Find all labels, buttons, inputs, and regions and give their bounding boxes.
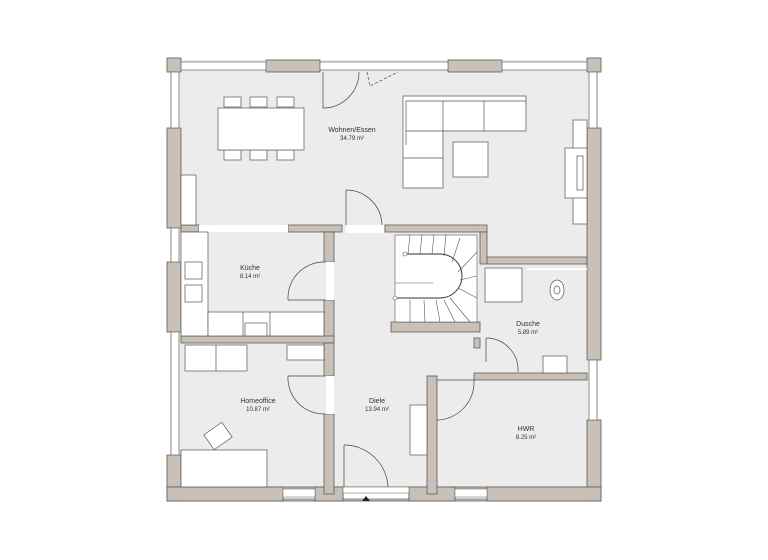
room-area: 5.89 m²	[517, 330, 539, 336]
bathroom-fixtures	[484, 267, 587, 374]
room-area: 8.14 m²	[239, 274, 261, 280]
room-name: Küche	[240, 265, 260, 272]
entrance-arrow-icon	[362, 496, 370, 501]
kitchen-units	[180, 231, 325, 337]
terrace-door	[322, 71, 399, 109]
room-area: 10.87 m²	[246, 407, 270, 413]
room-label-kueche: Küche 8.14 m²	[240, 264, 260, 282]
door-dusche	[485, 337, 519, 373]
room-name: Homeoffice	[240, 398, 276, 405]
room-label-wohnen: Wohnen/Essen 34.79 m²	[328, 126, 375, 144]
room-name: Dusche	[516, 321, 540, 328]
room-label-dusche: Dusche 5.89 m²	[516, 320, 540, 338]
room-area: 34.79 m²	[340, 136, 364, 142]
dining-table	[217, 96, 305, 161]
room-label-diele: Diele 13.94 m²	[365, 397, 389, 415]
room-name: HWR	[517, 426, 535, 433]
sofa	[402, 95, 527, 189]
staircase	[392, 234, 478, 323]
entrance-door	[343, 444, 389, 488]
room-area: 13.94 m²	[365, 407, 389, 413]
door-kueche	[287, 261, 325, 301]
sideboard	[180, 174, 197, 226]
room-name: Diele	[369, 398, 385, 405]
room-area: 8.25 m²	[515, 435, 537, 441]
room-label-homeoffice: Homeoffice 10.87 m²	[240, 397, 275, 415]
room-label-hwr: HWR 8.25 m²	[516, 425, 536, 443]
door-wohnen-diele	[345, 189, 383, 226]
door-homeoffice	[287, 375, 325, 415]
wardrobe	[409, 404, 428, 456]
interior-walls	[180, 224, 588, 495]
homeoffice-furniture	[180, 344, 325, 488]
room-name: Wohnen/Essen	[328, 127, 376, 134]
door-hwr	[436, 379, 475, 421]
tv-unit	[564, 119, 588, 225]
